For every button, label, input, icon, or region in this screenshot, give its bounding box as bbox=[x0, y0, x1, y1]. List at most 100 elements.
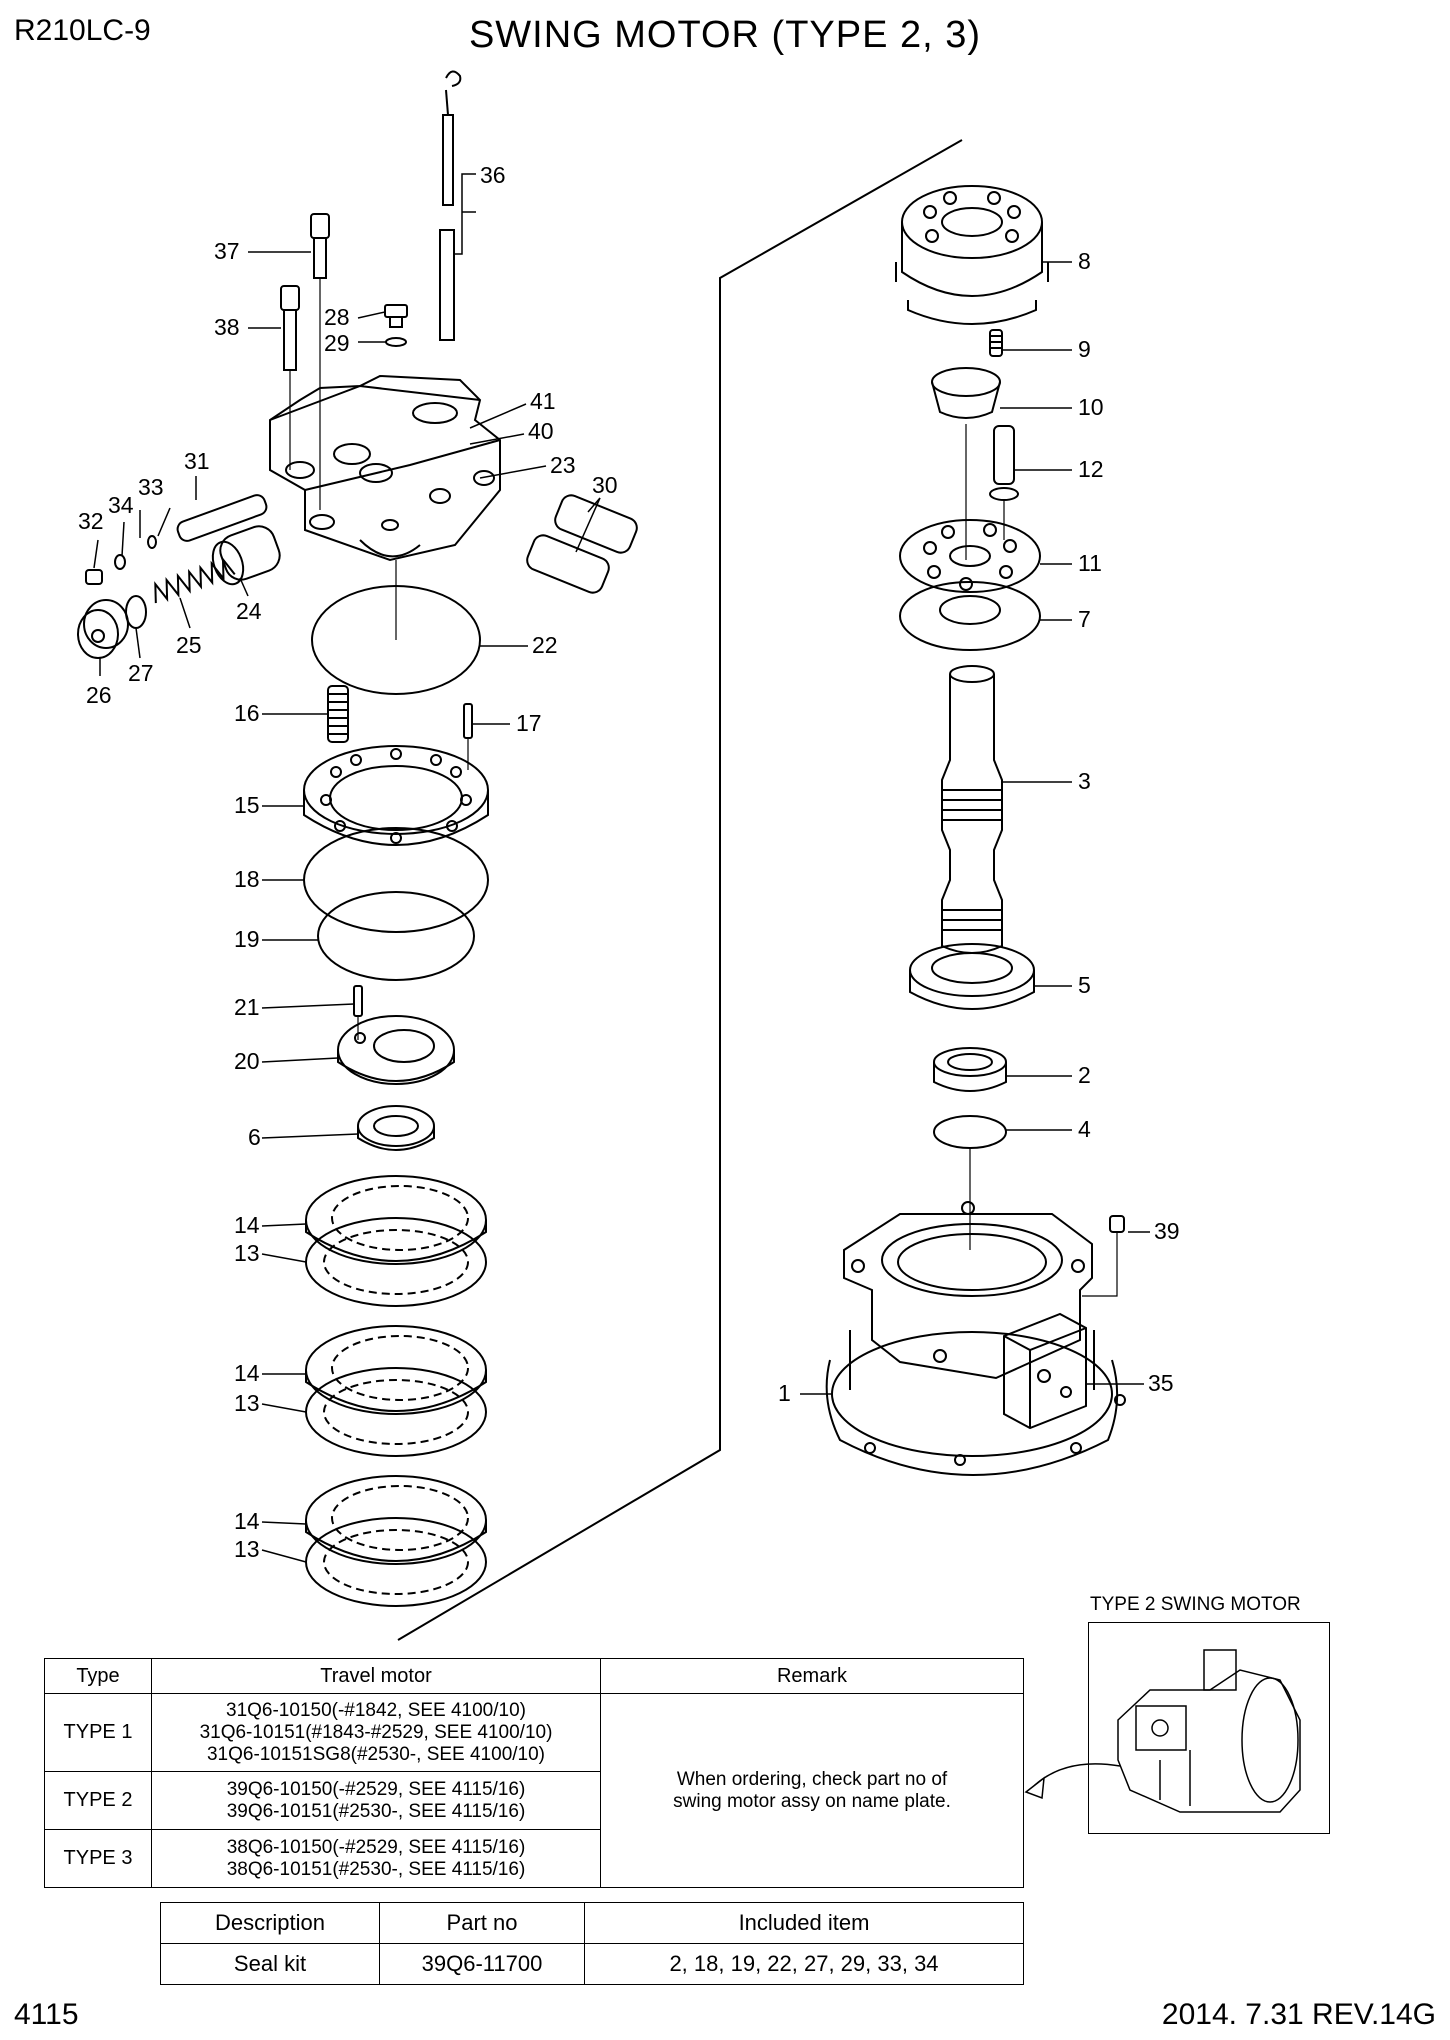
header-part-no: Part no bbox=[379, 1902, 585, 1944]
callout-15: 15 bbox=[234, 792, 260, 818]
part-4-snap-ring bbox=[933, 1115, 1007, 1250]
table-header-row: Type Travel motor Remark bbox=[44, 1658, 1024, 1694]
callout-37: 37 bbox=[214, 238, 240, 264]
callout-41: 41 bbox=[530, 388, 556, 414]
included-item-cell: 2, 18, 19, 22, 27, 29, 33, 34 bbox=[584, 1943, 1024, 1985]
part-37-bolt bbox=[310, 213, 330, 510]
part-26-plug bbox=[77, 599, 129, 659]
inset-label: TYPE 2 SWING MOTOR bbox=[1090, 1594, 1301, 1615]
part-15-rear-flange bbox=[303, 745, 489, 846]
callout-26: 26 bbox=[86, 682, 112, 708]
part-1-casing bbox=[825, 1201, 1126, 1476]
part-2-collar bbox=[933, 1047, 1007, 1092]
part-number: 31Q6-10151(#1843-#2529, SEE 4100/10) bbox=[199, 1721, 553, 1743]
callout-17: 17 bbox=[516, 710, 542, 736]
description-cell: Seal kit bbox=[160, 1943, 380, 1985]
part-no-cell: 39Q6-11700 bbox=[379, 1943, 585, 1985]
callout-4: 4 bbox=[1078, 1116, 1091, 1142]
motor-type-table: Type Travel motor Remark TYPE 1 31Q6-101… bbox=[44, 1658, 1024, 1888]
part-30-check-valves bbox=[526, 494, 638, 594]
callout-30: 30 bbox=[592, 472, 618, 498]
part-17-pin bbox=[463, 703, 473, 770]
callout-19: 19 bbox=[234, 926, 260, 952]
part-22-o-ring bbox=[311, 585, 481, 695]
callout-13-a: 13 bbox=[234, 1240, 260, 1266]
callout-22: 22 bbox=[532, 632, 558, 658]
part-32-plug bbox=[85, 569, 103, 585]
part-number: 38Q6-10150(-#2529, SEE 4115/16) bbox=[226, 1836, 526, 1858]
part-16-spring bbox=[327, 685, 349, 743]
header-type: Type bbox=[44, 1658, 152, 1694]
part-numbers-cell: 31Q6-10150(-#1842, SEE 4100/10) 31Q6-101… bbox=[151, 1693, 601, 1772]
callout-20: 20 bbox=[234, 1048, 260, 1074]
callout-28: 28 bbox=[324, 304, 350, 330]
part-25-spring bbox=[154, 556, 236, 604]
part-7-shoe-plate bbox=[899, 581, 1041, 651]
part-38-bolt bbox=[280, 285, 300, 470]
page-number: 4115 bbox=[14, 1998, 79, 2031]
type-cell: TYPE 3 bbox=[44, 1829, 152, 1888]
part-number: 38Q6-10151(#2530-, SEE 4115/16) bbox=[226, 1858, 526, 1880]
part-21-pin bbox=[353, 985, 363, 1040]
callout-38: 38 bbox=[214, 314, 240, 340]
plate-pack-1 bbox=[305, 1175, 487, 1307]
part-35-valve-block bbox=[1003, 1312, 1087, 1430]
callout-34: 34 bbox=[108, 492, 134, 518]
callout-1: 1 bbox=[778, 1380, 791, 1406]
callout-8: 8 bbox=[1078, 248, 1091, 274]
part-11-retainer-plate bbox=[899, 519, 1041, 593]
part-10-bushing bbox=[931, 367, 1001, 560]
part-number: 39Q6-10151(#2530-, SEE 4115/16) bbox=[226, 1800, 526, 1822]
part-9-spring bbox=[989, 329, 1003, 357]
part-20-valve-plate bbox=[337, 1015, 455, 1085]
callout-31: 31 bbox=[184, 448, 210, 474]
callout-3: 3 bbox=[1078, 768, 1091, 794]
callout-40: 40 bbox=[528, 418, 554, 444]
part-31-plunger bbox=[176, 494, 268, 542]
model-number: R210LC-9 bbox=[14, 14, 151, 47]
header-travel-motor: Travel motor bbox=[151, 1658, 601, 1694]
remark-cell: When ordering, check part no of swing mo… bbox=[600, 1693, 1024, 1888]
callout-11: 11 bbox=[1078, 550, 1102, 576]
table-row: TYPE 1 31Q6-10150(-#1842, SEE 4100/10) 3… bbox=[44, 1693, 1024, 1888]
plate-pack-3 bbox=[305, 1475, 487, 1607]
revision-date: 2014. 7.31 REV.14G bbox=[1161, 1998, 1436, 2031]
header-description: Description bbox=[160, 1902, 380, 1944]
callout-14-c: 14 bbox=[234, 1508, 260, 1534]
header-remark: Remark bbox=[600, 1658, 1024, 1694]
callout-24: 24 bbox=[236, 598, 262, 624]
header-included-item: Included item bbox=[584, 1902, 1024, 1944]
callout-14-a: 14 bbox=[234, 1212, 260, 1238]
callout-23: 23 bbox=[550, 452, 576, 478]
inset-frame bbox=[1088, 1622, 1330, 1834]
table-header-row: Description Part no Included item bbox=[160, 1902, 1024, 1944]
part-numbers-cell: 39Q6-10150(-#2529, SEE 4115/16) 39Q6-101… bbox=[151, 1771, 601, 1830]
part-5-bearing bbox=[909, 943, 1035, 1010]
part-29-o-ring bbox=[385, 337, 407, 347]
callout-21: 21 bbox=[234, 994, 260, 1020]
part-number: 31Q6-10151SG8(#2530-, SEE 4100/10) bbox=[206, 1743, 545, 1765]
part-28-plug bbox=[384, 304, 408, 328]
part-36-drain-tube bbox=[439, 70, 462, 341]
seal-kit-table: Description Part no Included item Seal k… bbox=[160, 1902, 1024, 1985]
callout-12: 12 bbox=[1078, 456, 1104, 482]
callout-9: 9 bbox=[1078, 336, 1091, 362]
type-2-motor-inset-drawing bbox=[1024, 1649, 1301, 1813]
remark-line: swing motor assy on name plate. bbox=[673, 1790, 951, 1812]
callout-13-c: 13 bbox=[234, 1536, 260, 1562]
part-number: 31Q6-10150(-#1842, SEE 4100/10) bbox=[226, 1699, 526, 1721]
part-number: 39Q6-10150(-#2529, SEE 4115/16) bbox=[226, 1778, 526, 1800]
callout-25: 25 bbox=[176, 632, 202, 658]
callout-39: 39 bbox=[1154, 1218, 1180, 1244]
division-line bbox=[397, 139, 963, 1641]
callout-6: 6 bbox=[248, 1124, 261, 1150]
callout-16: 16 bbox=[234, 700, 260, 726]
part-19-o-ring bbox=[317, 891, 475, 981]
part-6-bearing bbox=[357, 1105, 435, 1151]
part-34-o-ring bbox=[114, 554, 126, 570]
part-3-shaft bbox=[941, 665, 1003, 954]
callout-7: 7 bbox=[1078, 606, 1091, 632]
callout-29: 29 bbox=[324, 330, 350, 356]
callout-36: 36 bbox=[480, 162, 506, 188]
